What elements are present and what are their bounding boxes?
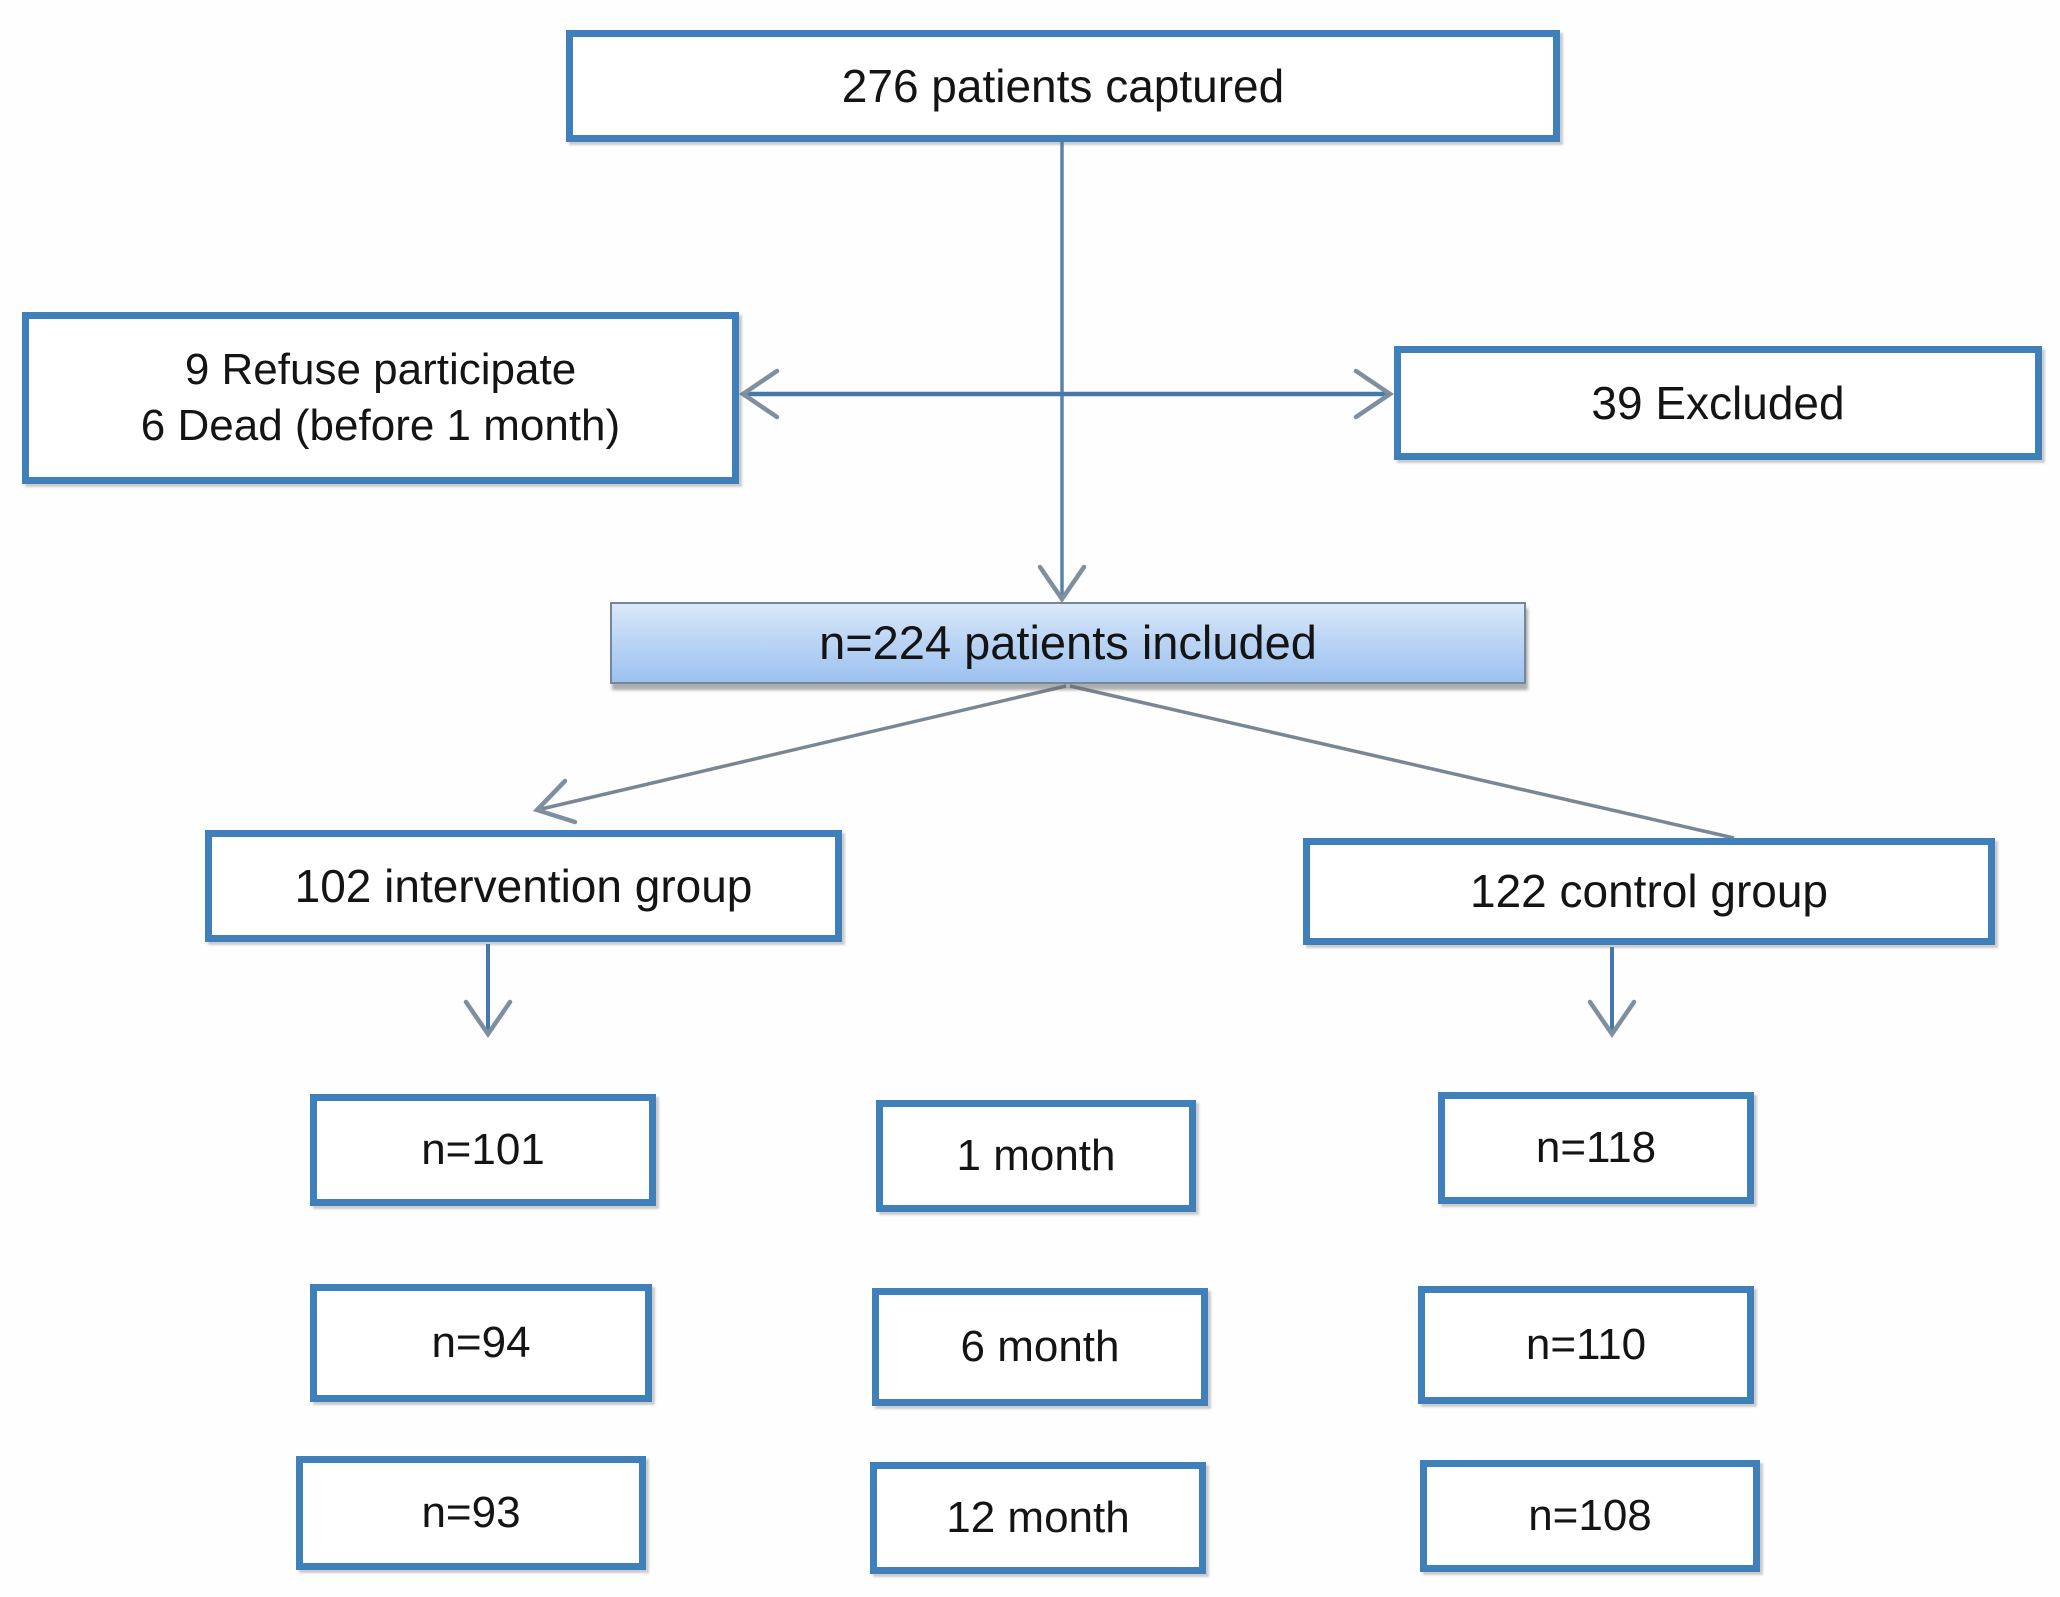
- node-timepoint-6month: 6 month: [872, 1288, 1208, 1406]
- node-control-group-label: 122 control group: [1469, 865, 1829, 918]
- node-intervention-6month: n=94: [310, 1284, 652, 1402]
- node-timepoint-12month-label: 12 month: [946, 1492, 1130, 1542]
- node-intervention-1month: n=101: [310, 1094, 656, 1206]
- node-control-1month: n=118: [1438, 1092, 1754, 1204]
- node-control-6month-label: n=110: [1525, 1319, 1647, 1369]
- node-timepoint-1month-label: 1 month: [956, 1130, 1116, 1180]
- node-timepoint-1month: 1 month: [876, 1100, 1196, 1212]
- arrow-to-refuse-and-excluded: [738, 368, 1395, 420]
- node-timepoint-12month: 12 month: [870, 1462, 1206, 1574]
- node-intervention-12month: n=93: [296, 1456, 646, 1570]
- node-intervention-6month-label: n=94: [431, 1317, 531, 1367]
- node-timepoint-6month-label: 6 month: [960, 1321, 1120, 1371]
- node-patients-captured: 276 patients captured: [566, 30, 1560, 142]
- arrow-included-to-intervention: [532, 684, 1067, 825]
- arrow-intervention-to-followup: [463, 944, 513, 1038]
- node-patients-included-label: n=224 patients included: [819, 615, 1317, 669]
- node-control-6month: n=110: [1418, 1286, 1754, 1404]
- node-intervention-12month-label: n=93: [421, 1487, 521, 1537]
- node-intervention-group-label: 102 intervention group: [294, 859, 753, 912]
- node-control-12month-label: n=108: [1528, 1490, 1652, 1540]
- node-dead-line: 6 Dead (before 1 month): [140, 401, 621, 450]
- node-control-1month-label: n=118: [1535, 1122, 1657, 1172]
- node-intervention-1month-label: n=101: [421, 1124, 545, 1174]
- arrow-captured-to-included: [1037, 142, 1087, 603]
- node-intervention-group: 102 intervention group: [205, 830, 842, 942]
- node-excluded: 39 Excluded: [1394, 346, 2042, 460]
- node-refuse-line: 9 Refuse participate: [184, 344, 577, 394]
- arrow-control-to-followup: [1587, 947, 1637, 1038]
- node-excluded-label: 39 Excluded: [1591, 376, 1845, 429]
- arrow-included-to-control: [1069, 684, 1735, 840]
- node-control-group: 122 control group: [1303, 838, 1995, 945]
- node-refuse-dead: 9 Refuse participate 6 Dead (before 1 mo…: [22, 312, 739, 484]
- node-patients-captured-label: 276 patients captured: [841, 59, 1285, 112]
- node-control-12month: n=108: [1420, 1460, 1760, 1572]
- node-patients-included: n=224 patients included: [610, 602, 1526, 684]
